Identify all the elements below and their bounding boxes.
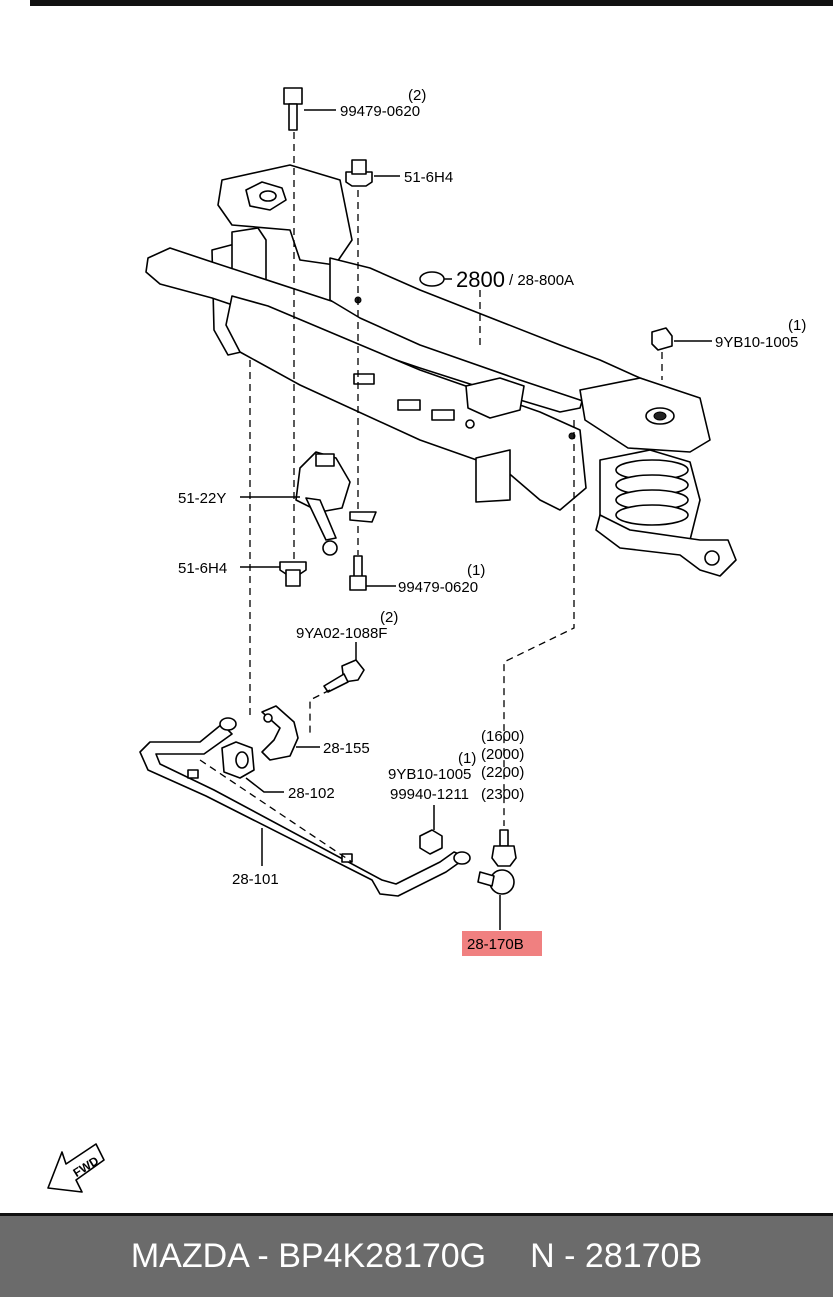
- crossmember-part[interactable]: [145, 164, 711, 511]
- stabilizer-part[interactable]: [139, 717, 471, 897]
- bracket-label: 28-155: [323, 740, 370, 757]
- bracket-part[interactable]: [261, 705, 299, 761]
- bracket-bolt-label: 9YA02-1088F: [296, 625, 387, 642]
- right-nut-label: 9YB10-1005: [715, 334, 798, 351]
- stabilizer-label: 28-101: [232, 871, 279, 888]
- right-nut-part[interactable]: [651, 327, 673, 351]
- bracket-bolt-qty: (2): [380, 609, 398, 626]
- footer-part-number: MAZDA - BP4K28170G: [130, 1237, 487, 1275]
- variant-2000: (2000): [481, 746, 524, 763]
- top-bolt-label: 99479-0620: [340, 103, 420, 120]
- crossmember-icon: [419, 271, 452, 287]
- variant-2200: (2200): [481, 764, 524, 781]
- crossmember-label: 2800: [456, 267, 505, 292]
- bracket-bolt-part[interactable]: [323, 659, 365, 693]
- mid-bolt-label: 99479-0620: [398, 579, 478, 596]
- mid-bolt-part[interactable]: [349, 555, 367, 591]
- variant-2300: (2300): [481, 786, 524, 803]
- footer-reference: N - 28170B: [530, 1237, 703, 1275]
- highlight-box: [462, 931, 542, 956]
- link-label[interactable]: 28-170B: [467, 936, 524, 953]
- link-nut-label: 9YB10-1005: [388, 766, 471, 783]
- top-bolt-part[interactable]: [283, 87, 303, 131]
- footer-bar: MAZDA - BP4K28170G N - 28170B: [0, 1213, 833, 1297]
- fwd-arrow-icon: FWD: [47, 1143, 105, 1193]
- link-nut-part[interactable]: [419, 829, 443, 855]
- left-plug-part[interactable]: [279, 561, 307, 587]
- link-nut-qty: (1): [458, 750, 476, 767]
- top-plug-label: 51-6H4: [404, 169, 453, 186]
- bushing-label: 28-102: [288, 785, 335, 802]
- variant-1600: (1600): [481, 728, 524, 745]
- bushing-part[interactable]: [221, 741, 255, 779]
- stabilizer-link-part[interactable]: [477, 829, 517, 895]
- mid-bolt-qty: (1): [467, 562, 485, 579]
- top-bolt-qty: (2): [408, 87, 426, 104]
- crossmember-alt-label: / 28-800A: [509, 272, 574, 289]
- top-border: [30, 0, 833, 6]
- top-plug-part[interactable]: [345, 159, 373, 187]
- left-plug-label: 51-6H4: [178, 560, 227, 577]
- link-bolt-label: 99940-1211: [390, 786, 469, 803]
- sensor-label: 51-22Y: [178, 490, 226, 507]
- right-nut-qty: (1): [788, 317, 806, 334]
- sensor-part[interactable]: [295, 451, 377, 556]
- coil-spring-part[interactable]: [595, 449, 737, 577]
